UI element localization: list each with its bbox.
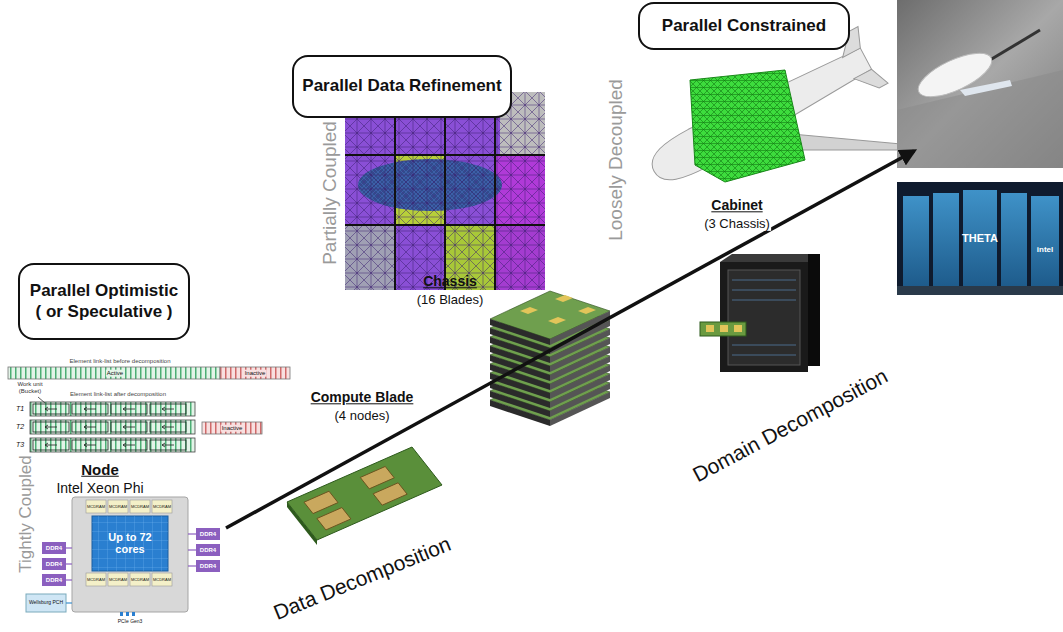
memory-label: DDR4 [46, 577, 62, 584]
xeon-phi-chip [26, 497, 220, 616]
memory-label: MCDRAM [109, 577, 127, 581]
memory-label: DDR4 [200, 531, 216, 538]
blade-edge [287, 502, 317, 545]
annotation: Element link-list after decomposition [70, 391, 166, 398]
memory-label: MCDRAM [153, 577, 171, 581]
bucket-rows [30, 397, 262, 452]
theta-photo [897, 182, 1063, 295]
hardware-name: Node [81, 462, 119, 479]
hardware-detail: (16 Blades) [417, 293, 483, 307]
chip-label: Up to 72 cores [100, 531, 160, 555]
memory-label: MCDRAM [131, 577, 149, 581]
bar-label: Inactive [244, 370, 267, 377]
coupling-label: Partially Coupled [320, 121, 341, 265]
memory-label: DDR4 [46, 561, 62, 568]
memory-label: MCDRAM [87, 504, 105, 508]
bar-label: Active [106, 370, 124, 377]
axis-label: Domain Decomposition [689, 364, 892, 486]
photo-text: THETA [962, 232, 998, 244]
memory-label: DDR4 [200, 547, 216, 554]
chassis-stack [490, 291, 610, 426]
memory-label: MCDRAM [153, 504, 171, 508]
wind-tunnel-photo [897, 0, 1063, 168]
hardware-detail: (4 nodes) [335, 409, 390, 423]
memory-label: MCDRAM [87, 577, 105, 581]
memory-label: MCDRAM [109, 504, 127, 508]
axis-label: Data Decomposition [270, 532, 454, 624]
method-box: Parallel Optimistic ( or Speculative ) [18, 263, 190, 340]
hardware-name: Chassis [423, 274, 477, 289]
compute-blade [287, 447, 442, 540]
box-text: Parallel Constrained [662, 16, 826, 36]
hardware-detail: (3 Chassis) [703, 217, 771, 231]
hardware-detail: Intel Xeon Phi [56, 481, 143, 496]
link-list-bar [8, 367, 290, 379]
chipset-label: Wellsburg PCH [28, 600, 64, 606]
thread-label: T1 [16, 405, 24, 413]
annotation: Work unit (Bucket) [15, 381, 45, 394]
thread-label: T3 [16, 441, 24, 449]
cabinet-rack [700, 254, 820, 372]
annotation: Element link-list before decomposition [69, 358, 170, 365]
box-text: Parallel Optimistic ( or Speculative ) [27, 281, 181, 322]
thread-label: T2 [16, 423, 24, 431]
coupling-label: Tightly Coupled [17, 455, 36, 573]
bus-label: PCIe Gen3 [118, 619, 143, 625]
method-box: Parallel Constrained [638, 2, 850, 50]
photo-text: intel [1037, 246, 1053, 255]
refinement-mesh [345, 92, 545, 290]
coupling-label: Loosely Decoupled [606, 79, 627, 241]
box-text: Parallel Data Refinement [302, 76, 501, 96]
memory-label: MCDRAM [131, 504, 149, 508]
bar-label: Inactive [221, 425, 244, 432]
memory-label: DDR4 [200, 563, 216, 570]
method-box: Parallel Data Refinement [292, 55, 512, 118]
hardware-name: Compute Blade [311, 390, 414, 405]
hardware-name: Cabinet [710, 198, 763, 213]
memory-label: DDR4 [46, 545, 62, 552]
